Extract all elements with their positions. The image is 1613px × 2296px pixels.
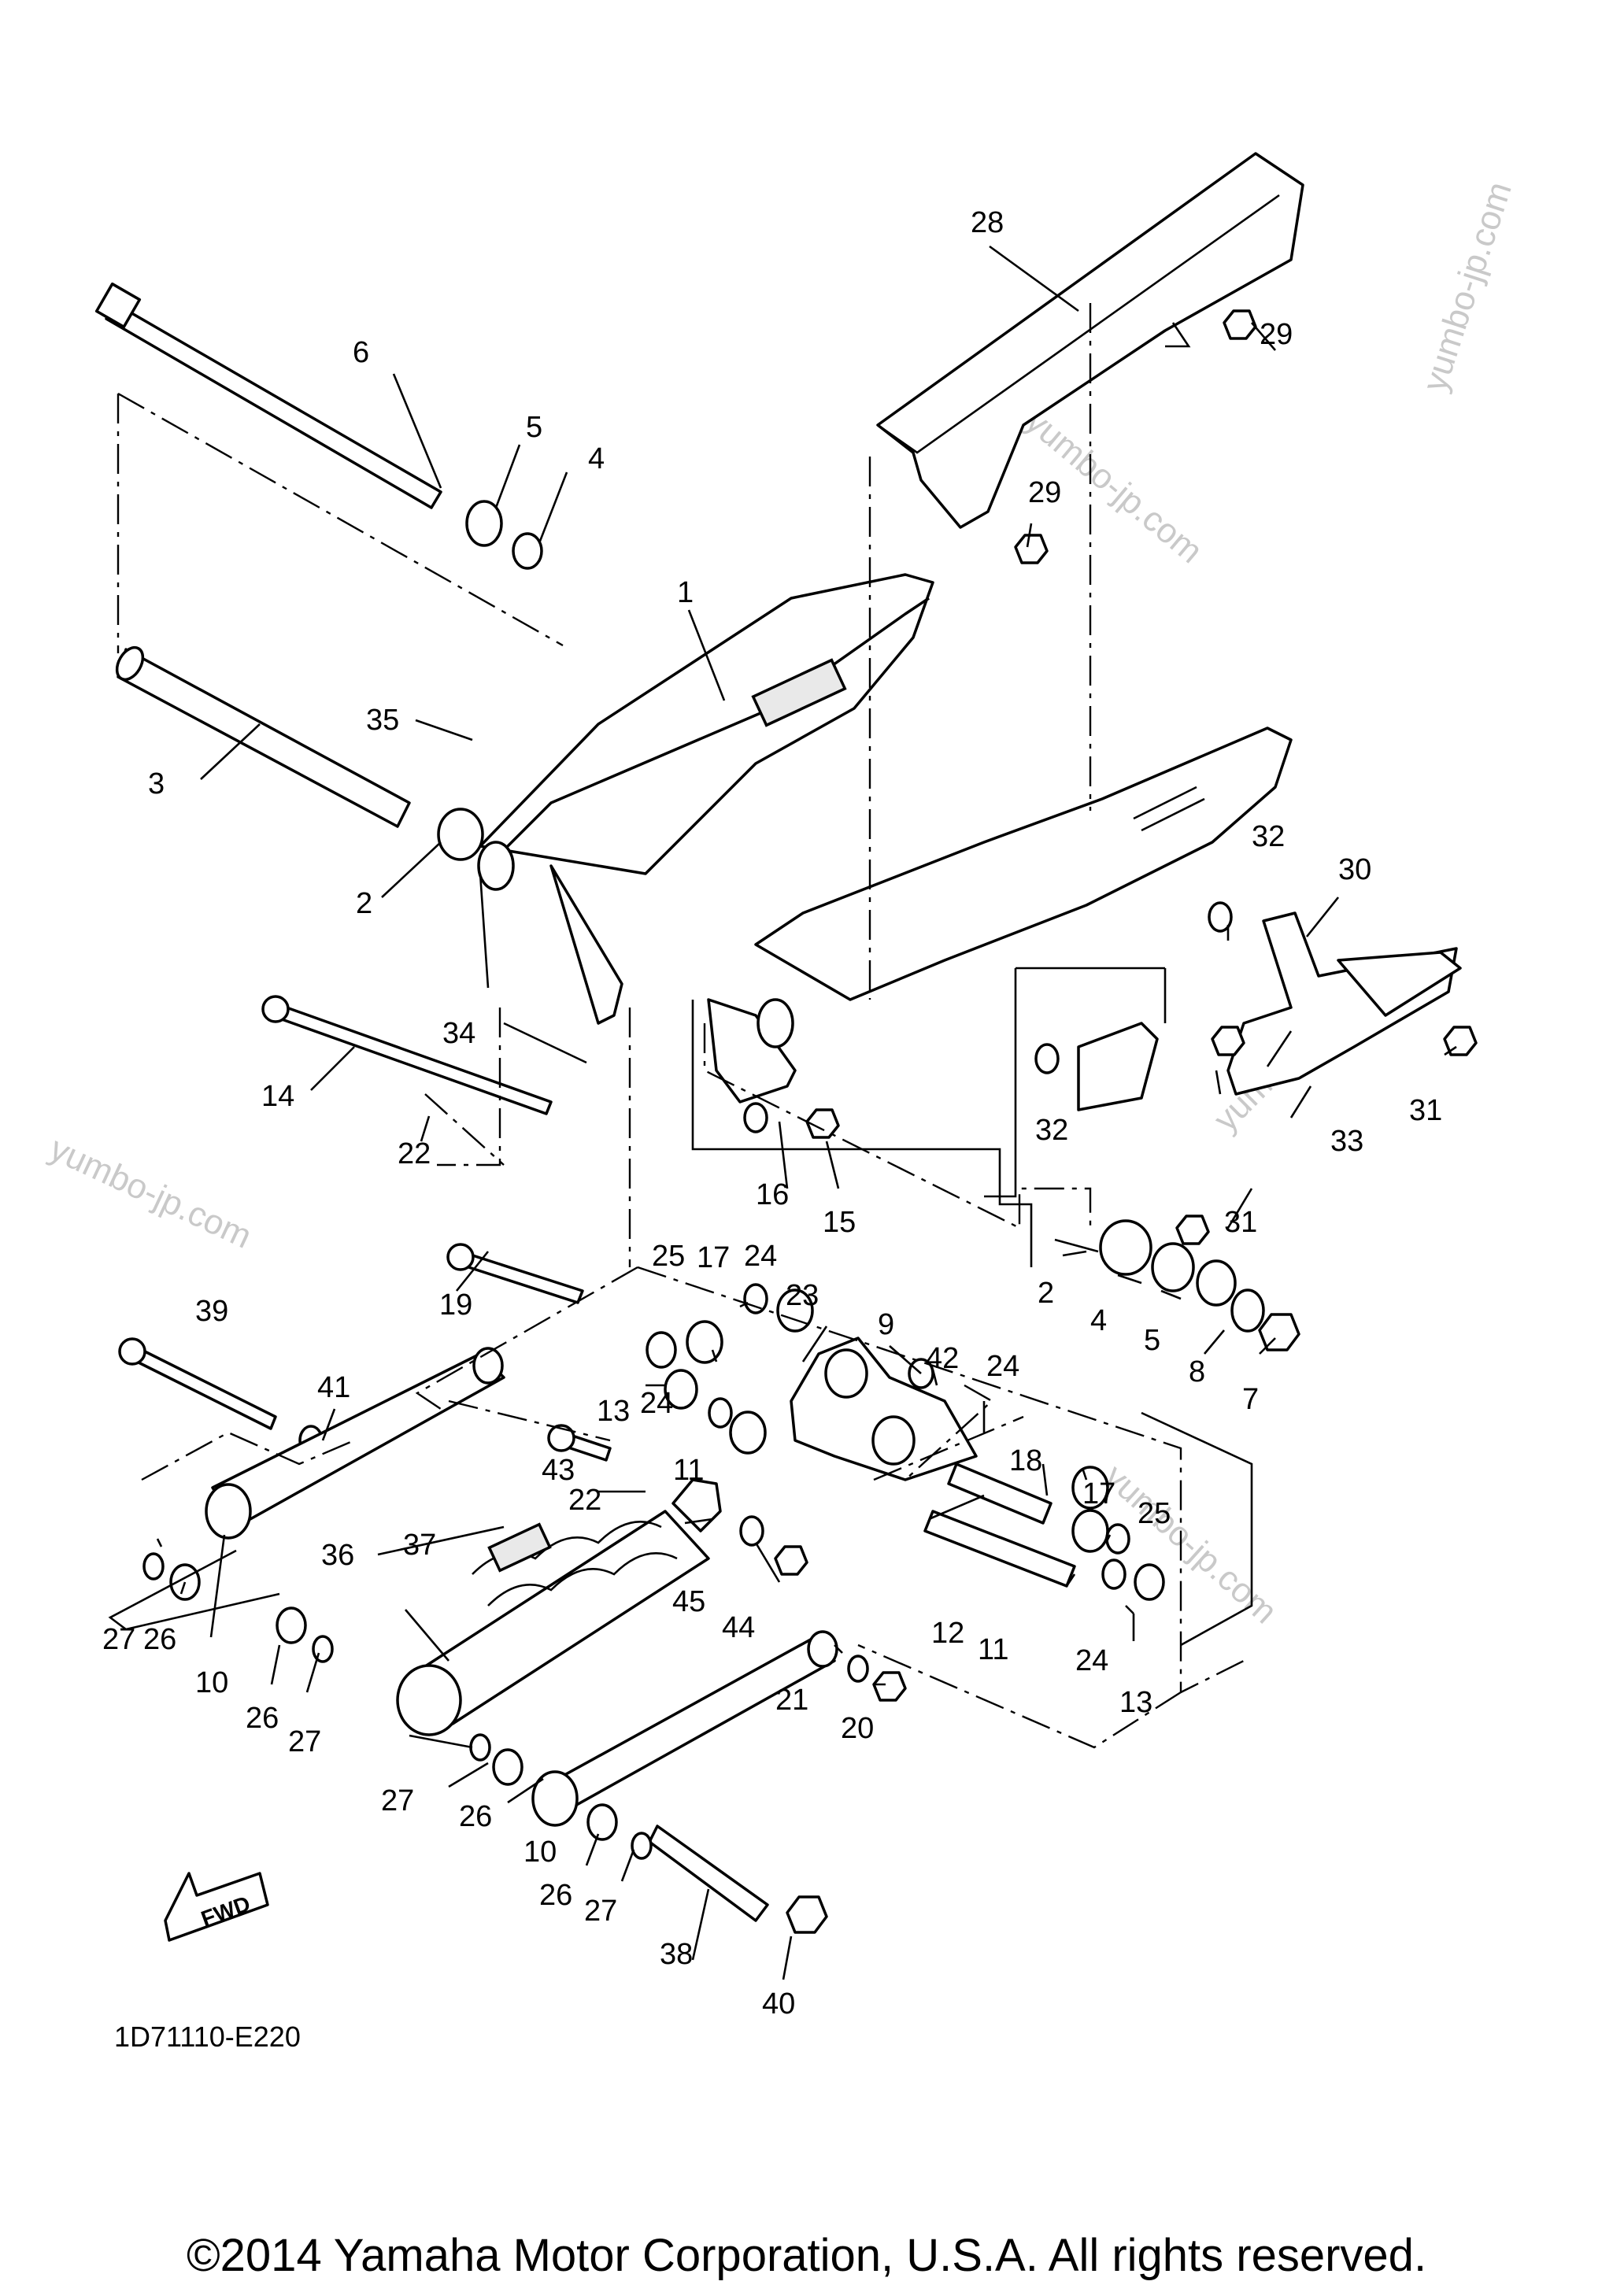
callout-label: 34 <box>442 1017 475 1050</box>
watermark-3: yumbo-jp.com <box>44 1130 257 1256</box>
callout-label: 26 <box>459 1800 492 1833</box>
callout-label: 38 <box>660 1938 693 1971</box>
callout-label: 4 <box>1090 1304 1107 1337</box>
callout-label: 24 <box>1075 1644 1108 1677</box>
small-parts <box>142 309 1478 1934</box>
callout-label: 11 <box>673 1454 704 1487</box>
watermark-1: yumbo-jp.com <box>1415 177 1519 396</box>
callout-label: 5 <box>1144 1324 1160 1357</box>
callout-label: 21 <box>775 1684 808 1717</box>
callout-label: 23 <box>786 1279 819 1312</box>
callout-label: 44 <box>722 1611 755 1644</box>
fwd-arrow-icon: FWD <box>164 1872 269 1942</box>
callout-label: 33 <box>1330 1125 1363 1158</box>
callout-label: 13 <box>1119 1686 1152 1719</box>
callout-label: 24 <box>744 1240 777 1273</box>
callout-label: 26 <box>143 1623 176 1656</box>
callout-label: 6 <box>353 336 369 369</box>
callout-label: 19 <box>439 1288 472 1322</box>
guide-lines <box>108 303 1253 1749</box>
callout-label: 10 <box>195 1666 228 1699</box>
callout-label: 22 <box>398 1137 431 1170</box>
callout-label: 1 <box>677 576 694 609</box>
callout-label: 45 <box>672 1585 705 1618</box>
callout-label: 14 <box>261 1080 294 1113</box>
callout-label: 26 <box>539 1879 572 1912</box>
callout-label: 37 <box>403 1529 436 1562</box>
callout-label: 11 <box>978 1633 1008 1666</box>
callout-label: 5 <box>526 411 542 444</box>
rear-cover <box>1077 911 1462 1111</box>
callout-label: 25 <box>652 1240 685 1273</box>
swingarm <box>477 573 1293 1104</box>
callout-label: 10 <box>523 1836 557 1869</box>
callout-label: 16 <box>756 1178 789 1211</box>
drawing-code: 1D71110-E220 <box>114 2021 301 2053</box>
callout-label: 2 <box>1038 1277 1054 1310</box>
copyright-notice: ©2014 Yamaha Motor Corporation, U.S.A. A… <box>186 2230 1427 2281</box>
callout-label: 31 <box>1224 1206 1257 1239</box>
callout-label: 27 <box>288 1725 321 1758</box>
callout-label: 28 <box>971 206 1004 239</box>
callout-label: 17 <box>697 1241 730 1274</box>
callout-label: 24 <box>986 1350 1019 1383</box>
callout-label: 13 <box>597 1395 630 1428</box>
callout-label: 41 <box>317 1371 350 1404</box>
callout-label: 3 <box>148 767 165 800</box>
callout-label: 27 <box>381 1784 414 1817</box>
callout-label: 29 <box>1260 318 1293 351</box>
callout-label: 42 <box>926 1342 959 1375</box>
callout-label: 29 <box>1028 476 1061 509</box>
callout-label: 4 <box>588 442 605 475</box>
callout-label: 17 <box>1082 1477 1115 1510</box>
callout-label: 9 <box>878 1308 894 1341</box>
callout-label: 36 <box>321 1539 354 1572</box>
chain-case <box>876 152 1304 529</box>
callout-label: 30 <box>1338 853 1371 886</box>
shafts <box>94 282 769 1922</box>
callout-label: 22 <box>568 1484 601 1517</box>
callout-label: 12 <box>931 1617 964 1650</box>
callout-label: 7 <box>1242 1383 1259 1416</box>
leader-lines <box>156 245 1457 1980</box>
callout-label: 18 <box>1009 1444 1042 1477</box>
callouts: 1 2 2 3 4 4 5 5 6 7 8 9 10 10 11 11 12 1… <box>102 206 1442 2021</box>
callout-label: 27 <box>584 1895 617 1928</box>
callout-label: 8 <box>1189 1355 1205 1388</box>
callout-label: 39 <box>195 1295 228 1328</box>
callout-label: 32 <box>1035 1114 1068 1147</box>
callout-label: 26 <box>246 1702 279 1735</box>
callout-label: 24 <box>640 1387 673 1420</box>
linkage <box>205 1337 1076 1827</box>
callout-label: 15 <box>823 1206 856 1239</box>
callout-label: 31 <box>1409 1094 1442 1127</box>
callout-label: 25 <box>1138 1497 1171 1530</box>
callout-label: 40 <box>762 1987 795 2021</box>
callout-label: 27 <box>102 1623 135 1656</box>
callout-label: 35 <box>366 704 399 737</box>
callout-label: 32 <box>1252 820 1285 853</box>
callout-label: 43 <box>542 1454 575 1487</box>
callout-label: 20 <box>841 1712 874 1745</box>
callout-label: 2 <box>356 887 372 920</box>
